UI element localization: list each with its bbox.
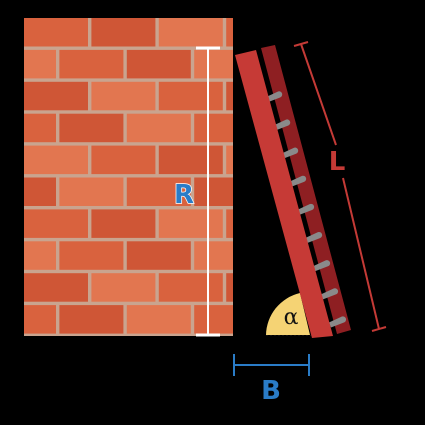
brick — [91, 145, 156, 175]
brick — [194, 49, 233, 79]
brick — [158, 145, 223, 175]
brick — [24, 49, 56, 79]
brick — [194, 113, 233, 143]
brick-wall-icon — [24, 18, 233, 336]
brick — [24, 18, 88, 47]
brick — [126, 305, 191, 334]
ladder-rung — [281, 147, 299, 159]
height-dimension: R — [173, 46, 220, 337]
bricks — [24, 18, 233, 334]
length-line-upper — [300, 43, 337, 146]
brick — [59, 49, 124, 79]
base-label: B — [261, 376, 281, 406]
brick — [24, 209, 88, 238]
length-line-lower — [342, 177, 380, 330]
brick — [194, 305, 233, 334]
ladder-rungs — [265, 91, 347, 328]
brick — [194, 241, 233, 270]
brick — [24, 145, 88, 175]
length-cap-bottom — [371, 326, 387, 332]
brick — [59, 177, 124, 206]
brick — [126, 49, 191, 79]
brick — [226, 81, 233, 111]
ladder-rung — [328, 316, 347, 328]
brick — [24, 241, 56, 270]
ladder-rung — [265, 91, 283, 103]
length-cap-top — [293, 41, 309, 47]
brick — [91, 18, 156, 47]
brick — [91, 273, 156, 302]
brick — [24, 113, 56, 143]
brick — [59, 241, 124, 270]
ladder-front-rail — [235, 50, 333, 338]
brick — [24, 273, 88, 302]
brick — [126, 241, 191, 270]
brick — [226, 273, 233, 302]
brick — [158, 81, 223, 111]
length-dimension: L — [293, 41, 387, 332]
brick — [158, 273, 223, 302]
length-label: L — [329, 147, 346, 177]
ladder-rung — [273, 119, 291, 131]
brick — [126, 177, 191, 206]
height-label: R — [174, 180, 194, 210]
angle-label: α — [284, 305, 299, 330]
brick — [158, 18, 223, 47]
brick — [24, 177, 56, 206]
brick — [59, 305, 124, 334]
brick — [126, 113, 191, 143]
ladder-rung — [312, 260, 331, 272]
brick — [158, 209, 223, 238]
ladder-rung — [297, 203, 315, 215]
brick — [226, 209, 233, 238]
ladder-icon — [235, 45, 351, 338]
brick — [226, 145, 233, 175]
brick — [59, 113, 124, 143]
brick — [226, 18, 233, 47]
brick — [24, 81, 88, 111]
brick — [91, 81, 156, 111]
brick — [194, 177, 233, 206]
ladder-rung — [320, 288, 339, 300]
brick — [91, 209, 156, 238]
angle-marker: α — [266, 293, 312, 336]
brick — [24, 305, 56, 334]
base-dimension: B — [233, 354, 310, 406]
ladder-rung — [304, 231, 323, 244]
ladder-rung — [289, 175, 307, 187]
angle-wedge — [266, 293, 310, 335]
